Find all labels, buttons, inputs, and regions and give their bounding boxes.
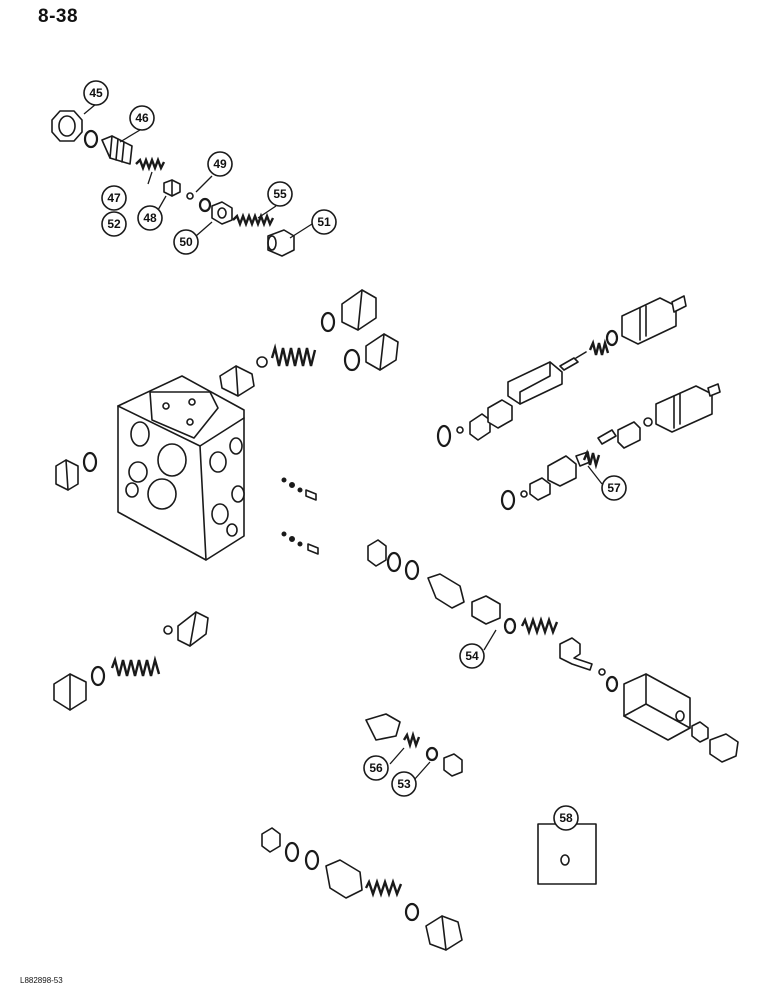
- hex-cap-nut: [51, 110, 83, 142]
- callout-56: 56: [363, 755, 389, 781]
- callout-52: 52: [101, 211, 127, 237]
- check-valve-cartridge: [365, 713, 463, 777]
- upper-spool-assembly: [219, 289, 399, 397]
- callout-55: 55: [267, 181, 293, 207]
- svg-text:53: 53: [397, 777, 411, 791]
- svg-text:51: 51: [317, 215, 331, 229]
- page-number: 8-38: [38, 6, 79, 27]
- callout-49: 49: [207, 151, 233, 177]
- svg-text:52: 52: [107, 217, 121, 231]
- callout-58: 58: [553, 805, 579, 831]
- poppet: [163, 179, 181, 197]
- upper-right-valve-assembly: [436, 295, 687, 448]
- svg-text:57: 57: [607, 481, 621, 495]
- lower-left-spool-assembly: [53, 611, 209, 711]
- svg-text:50: 50: [179, 235, 193, 249]
- port-plug-left: [55, 459, 79, 491]
- svg-text:48: 48: [143, 211, 157, 225]
- callout-47: 47: [101, 185, 127, 211]
- svg-text:45: 45: [89, 86, 103, 100]
- lower-relief-assembly: [367, 539, 739, 763]
- o-ring: [83, 129, 99, 149]
- drawing-code: L882898-53: [20, 976, 63, 985]
- callout-53: 53: [391, 771, 417, 797]
- valve-body-fitting: [101, 135, 133, 165]
- orifice-screws: [281, 477, 319, 555]
- svg-text:56: 56: [369, 761, 383, 775]
- svg-text:54: 54: [465, 649, 479, 663]
- o-ring: [82, 451, 98, 473]
- callout-46: 46: [129, 105, 155, 131]
- seat: [211, 201, 233, 225]
- o-ring: [198, 197, 212, 213]
- middle-right-valve-assembly: [500, 383, 721, 511]
- svg-text:58: 58: [559, 811, 573, 825]
- seal-kit-box: [537, 823, 597, 885]
- callout-45: 45: [83, 80, 109, 106]
- spring: [232, 212, 275, 228]
- spring: [135, 156, 166, 172]
- svg-text:47: 47: [107, 191, 121, 205]
- leader-lines: [83, 103, 603, 781]
- valve-body-housing: [117, 375, 245, 561]
- plug: [267, 229, 295, 257]
- ball: [186, 192, 194, 200]
- callout-50: 50: [173, 229, 199, 255]
- callout-54: 54: [459, 643, 485, 669]
- relief-valve-group: [51, 110, 295, 257]
- svg-text:46: 46: [135, 111, 149, 125]
- callout-51: 51: [311, 209, 337, 235]
- bottom-spool-assembly: [261, 827, 463, 951]
- svg-text:55: 55: [273, 187, 287, 201]
- callout-48: 48: [137, 205, 163, 231]
- callout-57: 57: [601, 475, 627, 501]
- svg-text:49: 49: [213, 157, 227, 171]
